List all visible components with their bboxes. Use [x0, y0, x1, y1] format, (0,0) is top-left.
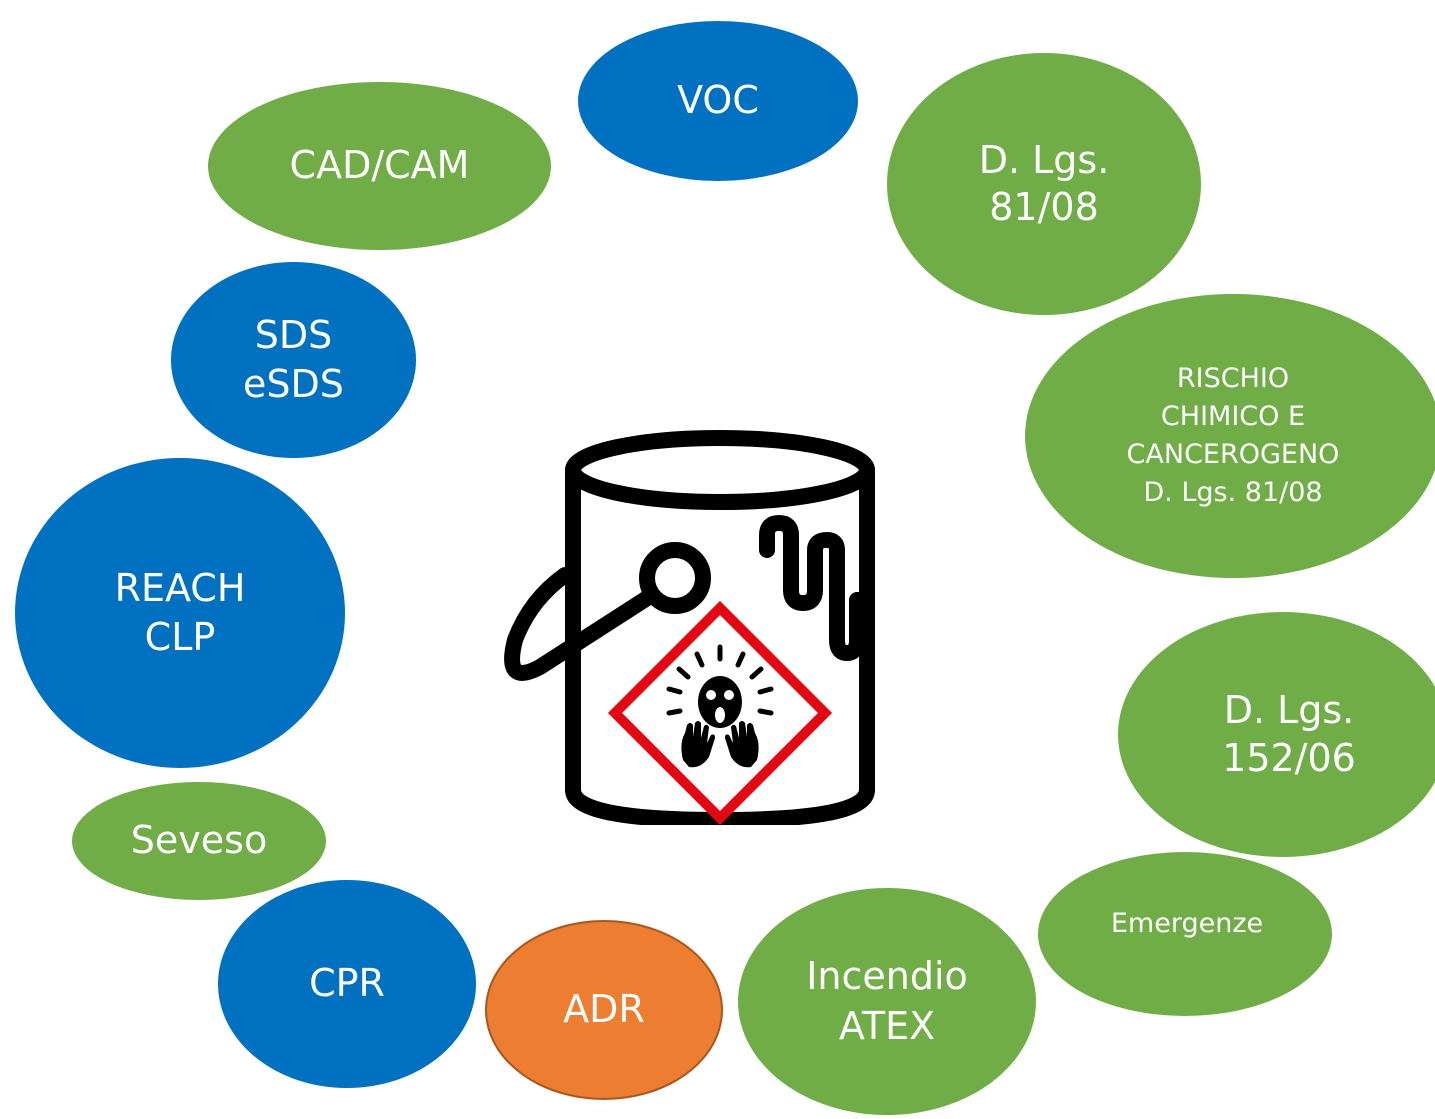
bubble-label-line: D. Lgs.: [1223, 688, 1355, 732]
bubble-label-line: RISCHIO: [1176, 363, 1290, 395]
bubble-adr[interactable]: ADR: [485, 920, 723, 1100]
bubble-label-line: REACH: [114, 565, 246, 610]
bubble-label: D. Lgs. 81/08: [979, 137, 1110, 232]
bubble-label-line: VOC: [677, 78, 759, 123]
bubble-label-line: D. Lgs. 81/08: [1143, 476, 1323, 508]
bubble-label-line: Incendio: [806, 954, 968, 999]
bubble-voc[interactable]: VOC: [578, 21, 858, 181]
bubble-label: REACH CLP: [115, 564, 246, 663]
bubble-sds-esds[interactable]: SDS eSDS: [171, 262, 416, 458]
bubble-rischio-chimico[interactable]: RISCHIO CHIMICO E CANCEROGENO D. Lgs. 81…: [1025, 294, 1435, 578]
bubble-label: ADR: [563, 985, 645, 1034]
paint-can-hazard-icon: [504, 430, 875, 825]
bubble-label-line: eSDS: [243, 362, 344, 406]
toxic-hazard-diamond-icon: [607, 600, 833, 825]
bubble-label-line: SDS: [254, 312, 333, 357]
bubble-label-line: CANCEROGENO: [1126, 439, 1340, 470]
bubble-label-line: CLP: [144, 615, 216, 659]
bubble-label-line: ADR: [563, 987, 645, 1032]
bubble-cpr[interactable]: CPR: [218, 880, 476, 1088]
bubble-label-line: 81/08: [989, 185, 1099, 229]
bubble-label: VOC: [677, 76, 759, 125]
bubble-cad-cam[interactable]: CAD/CAM: [208, 82, 551, 250]
bubble-dlgs-81-08[interactable]: D. Lgs. 81/08: [887, 53, 1201, 315]
bubble-label: CPR: [309, 959, 385, 1008]
bubble-label: Seveso: [131, 816, 267, 865]
bubble-label: RISCHIO CHIMICO E CANCEROGENO D. Lgs. 81…: [1127, 360, 1340, 511]
bubble-label-line: D. Lgs.: [978, 137, 1110, 182]
bubble-label: Emergenze: [1111, 906, 1263, 941]
bubble-label-line: CAD/CAM: [289, 143, 470, 188]
bubble-incendio-atex[interactable]: Incendio ATEX: [738, 888, 1036, 1115]
bubble-label: D. Lgs. 152/06: [1222, 687, 1356, 782]
bubble-label-line: Emergenze: [1110, 908, 1264, 940]
bubble-label: CAD/CAM: [290, 141, 470, 190]
bubble-reach-clp[interactable]: REACH CLP: [15, 458, 345, 768]
bubble-label: Incendio ATEX: [806, 952, 968, 1051]
bubble-label-line: CHIMICO E: [1160, 401, 1306, 433]
bubble-label-line: 152/06: [1222, 735, 1356, 780]
bubble-seveso[interactable]: Seveso: [72, 782, 326, 900]
bubble-label-line: CPR: [309, 961, 385, 1006]
bubble-emergenze[interactable]: Emergenze: [1038, 852, 1332, 1016]
bubble-label-line: ATEX: [838, 1003, 936, 1048]
bubble-label: SDS eSDS: [243, 311, 344, 410]
bubble-label-line: Seveso: [130, 818, 268, 863]
bubble-dlgs-152-06[interactable]: D. Lgs. 152/06: [1118, 612, 1435, 857]
